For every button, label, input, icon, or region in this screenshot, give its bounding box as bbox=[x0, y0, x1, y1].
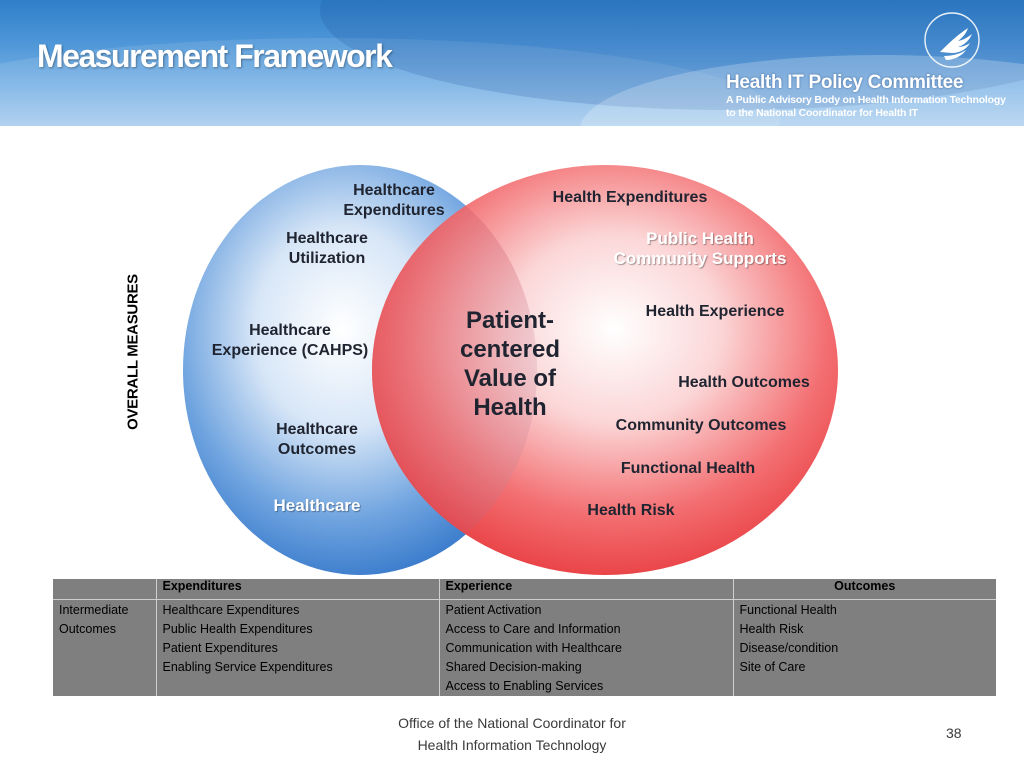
table-row: Intermediate Outcomes Healthcare Expendi… bbox=[53, 599, 996, 697]
table-header-cell: Outcomes bbox=[732, 579, 996, 600]
venn-label-functional-health: Functional Health bbox=[620, 460, 756, 477]
table-column-expenditures: Healthcare Expenditures Public Health Ex… bbox=[155, 599, 439, 696]
overlap-region bbox=[372, 165, 537, 575]
table-cell: Site of Care bbox=[739, 660, 806, 674]
table-header-cell: Expenditures bbox=[155, 579, 439, 600]
venn-diagram: Healthcare Expenditures Healthcare Utili… bbox=[183, 165, 843, 575]
venn-title-healthcare: Healthcare bbox=[273, 496, 361, 515]
committee-subtitle-1: A Public Advisory Body on Health Informa… bbox=[726, 94, 1006, 106]
table-header-row: Expenditures Experience Outcomes bbox=[53, 579, 996, 600]
table-cell: Functional Health bbox=[739, 603, 837, 617]
measures-table: Expenditures Experience Outcomes Interme… bbox=[53, 579, 996, 696]
committee-block: Health IT Policy Committee A Public Advi… bbox=[726, 72, 1006, 120]
table-cell: Outcomes bbox=[59, 622, 116, 636]
venn-label-healthcare-expenditures: Healthcare Expenditures bbox=[343, 182, 445, 219]
table-cell: Access to Care and Information bbox=[445, 622, 621, 636]
footer-line-2: Health Information Technology bbox=[417, 737, 607, 753]
venn-label-community-outcomes: Community Outcomes bbox=[615, 417, 787, 434]
venn-label-healthcare-outcomes: Healthcare Outcomes bbox=[276, 421, 358, 458]
table-cell: Communication with Healthcare bbox=[445, 641, 622, 655]
table-cell: Shared Decision-making bbox=[445, 660, 582, 674]
overall-measures-label: OVERALL MEASURES bbox=[124, 274, 142, 430]
table-cell: Healthcare Expenditures bbox=[162, 603, 300, 617]
table-cell: Disease/condition bbox=[739, 641, 839, 655]
table-header-cell bbox=[53, 579, 156, 600]
committee-name: Health IT Policy Committee bbox=[726, 72, 964, 93]
table-cell: Access to Enabling Services bbox=[445, 679, 604, 693]
table-cell: Enabling Service Expenditures bbox=[162, 660, 333, 674]
table-cell: Patient Activation bbox=[445, 603, 542, 617]
venn-label-health-outcomes: Health Outcomes bbox=[678, 374, 810, 391]
table-cell: Patient Expenditures bbox=[162, 641, 278, 655]
venn-shapes bbox=[183, 165, 838, 575]
slide-title: Measurement Framework bbox=[37, 38, 393, 74]
footer: Office of the National Coordinator for H… bbox=[398, 712, 626, 756]
venn-label-health-expenditures: Health Expenditures bbox=[552, 189, 708, 206]
table-cell: Public Health Expenditures bbox=[162, 622, 313, 636]
table-cell: Intermediate bbox=[59, 603, 129, 617]
table-header-cell: Experience bbox=[438, 579, 733, 600]
venn-center-label: Patient- centered Value of Health bbox=[459, 307, 561, 421]
footer-line-1: Office of the National Coordinator for bbox=[398, 715, 626, 731]
table-column-outcomes: Functional Health Health Risk Disease/co… bbox=[732, 599, 996, 696]
committee-subtitle-2: to the National Coordinator for Health I… bbox=[726, 107, 918, 119]
header-banner: Measurement Framework Health IT Policy C… bbox=[0, 0, 1024, 126]
page-number: 38 bbox=[946, 725, 962, 741]
hhs-eagle-icon bbox=[924, 12, 980, 68]
venn-label-health-risk: Health Risk bbox=[587, 502, 675, 519]
venn-label-healthcare-utilization: Healthcare Utilization bbox=[286, 230, 368, 267]
table-cell: Health Risk bbox=[739, 622, 804, 636]
venn-title-public-health: Public Health Community Supports bbox=[613, 229, 787, 268]
venn-label-health-experience: Health Experience bbox=[645, 303, 785, 320]
table-column-experience: Patient Activation Access to Care and In… bbox=[438, 599, 733, 696]
venn-label-healthcare-experience: Healthcare Experience (CAHPS) bbox=[211, 322, 369, 359]
table-column-category: Intermediate Outcomes bbox=[53, 600, 156, 697]
